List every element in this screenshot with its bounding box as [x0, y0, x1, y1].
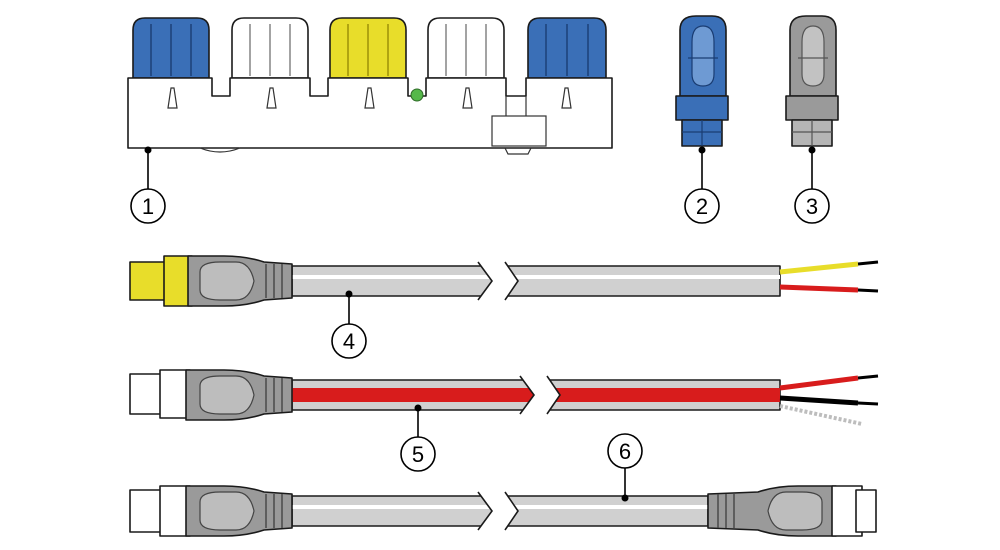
- drain-wire-braided: [779, 404, 863, 426]
- cable-break: [520, 376, 560, 414]
- cable-sheath: [291, 265, 781, 297]
- power-cable-yellow: [129, 255, 879, 307]
- callout-label-1: 1: [142, 194, 154, 219]
- spur-cable-red-wires: [129, 369, 879, 426]
- wire-yellow: [779, 261, 859, 275]
- callout-label-4: 4: [343, 329, 355, 354]
- connector-body: [127, 77, 613, 149]
- callout-dots: [144, 146, 816, 502]
- backbone-extension-cable: [129, 485, 877, 537]
- callout-label-3: 3: [806, 194, 818, 219]
- connector-cap-white-1: [231, 17, 309, 79]
- connector-cap-yellow: [329, 17, 407, 79]
- callout-4: 4: [331, 323, 367, 359]
- locking-tabs: [167, 87, 572, 109]
- cable-break: [478, 262, 518, 300]
- connector-cap-white-2: [427, 17, 505, 79]
- callout-6: 6: [607, 433, 643, 469]
- backbone-connector-5-way: [127, 17, 613, 155]
- callout-1: 1: [130, 188, 166, 224]
- cable-grip-ribs: [265, 264, 283, 298]
- status-led-green: [410, 88, 424, 102]
- callout-leaders: [147, 150, 813, 498]
- callout-5: 5: [400, 436, 436, 472]
- callout-label-6: 6: [619, 439, 631, 464]
- connector-label-panel: [491, 115, 547, 147]
- callout-label-5: 5: [412, 442, 424, 467]
- cable-break: [478, 492, 518, 530]
- callout-2: 2: [684, 188, 720, 224]
- connector-cap-blue-right: [527, 17, 607, 79]
- terminator-grey: [785, 15, 839, 147]
- wire-red: [779, 284, 859, 293]
- connector-cap-blue-left: [132, 17, 210, 79]
- callout-3: 3: [794, 188, 830, 224]
- terminator-blue: [675, 15, 729, 147]
- callout-label-2: 2: [696, 194, 708, 219]
